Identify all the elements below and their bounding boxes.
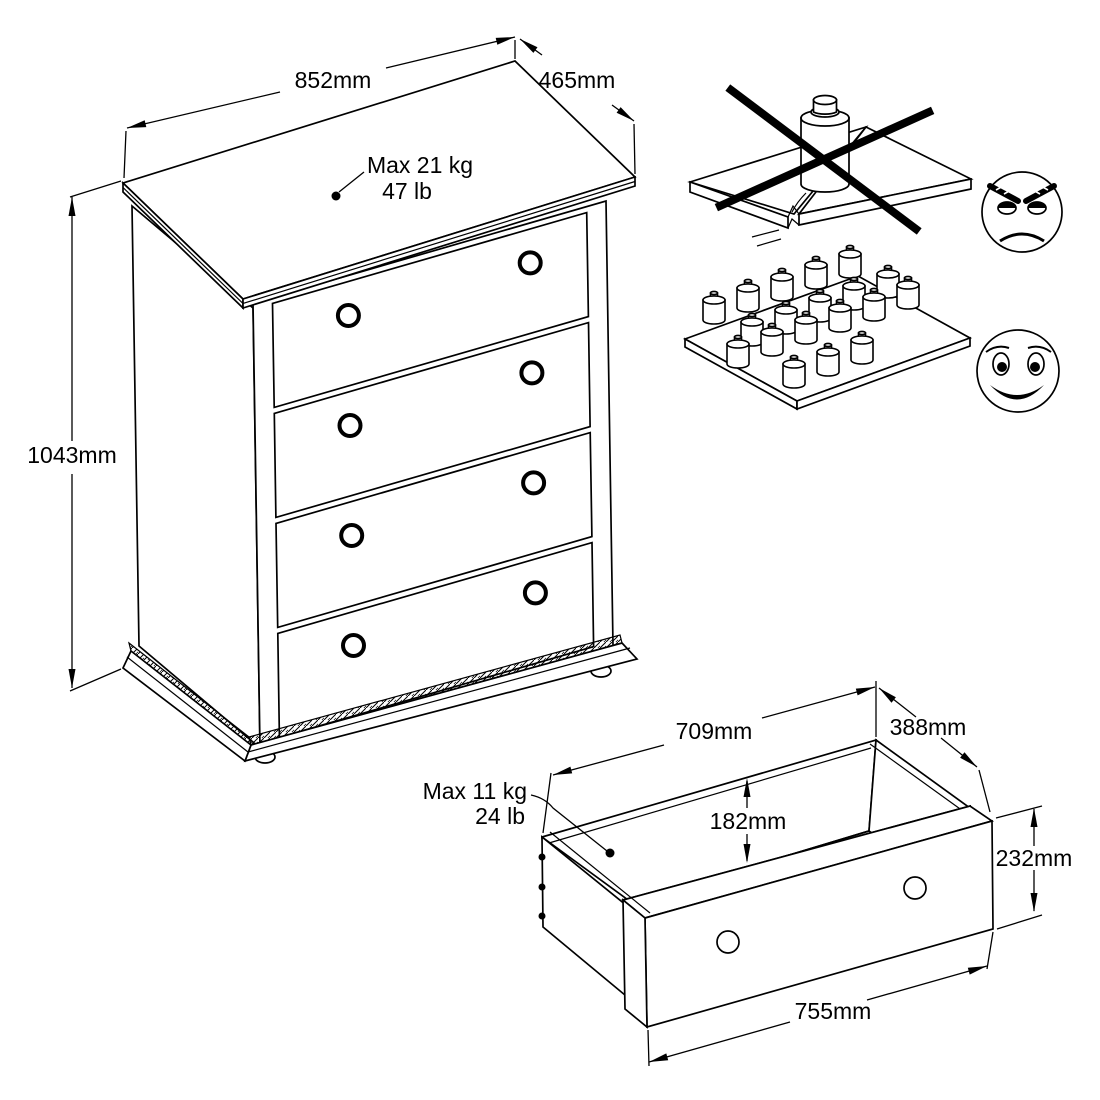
chest-drawer-front-3	[275, 431, 593, 629]
drawer-knob	[519, 360, 545, 386]
small-weight-icon	[862, 287, 886, 322]
drawer-knob	[341, 633, 366, 658]
chest-height-label: 1043mm	[27, 442, 116, 468]
dimension-chest-height: 1043mm	[27, 180, 122, 692]
small-weight-icon	[816, 342, 840, 377]
drawer-knob	[716, 930, 740, 954]
note-drawer-load: Max 11 kg 24 lb	[423, 778, 615, 858]
chest-plinth-base	[121, 634, 639, 763]
small-weight-icon	[774, 300, 798, 335]
drawer-load-label-line2: 24 lb	[475, 803, 525, 829]
dimension-drawer-inner-width: 709mm	[542, 681, 877, 834]
small-weight-icon	[828, 298, 852, 333]
drawer-knob	[522, 580, 548, 606]
drawer-knob	[521, 470, 547, 496]
distributed-load	[682, 244, 1060, 413]
leader-dot	[331, 191, 341, 201]
drawer-knob	[335, 303, 361, 328]
small-weight-icon	[850, 330, 874, 365]
small-weight-icon	[770, 267, 794, 302]
chest-illustration	[121, 60, 639, 764]
chest-depth-label: 465mm	[539, 67, 616, 93]
drawer-front-height-label: 232mm	[996, 845, 1073, 871]
small-weight-icon	[726, 334, 750, 369]
small-weight-icon	[760, 322, 784, 357]
drawer-inner-height-label: 182mm	[710, 808, 787, 834]
small-weight-icon	[794, 310, 818, 345]
drawer-inner-depth-label: 388mm	[890, 714, 967, 740]
chest-top-slab	[121, 60, 637, 311]
small-weight-icon	[736, 278, 760, 313]
chest-drawer-front-2	[273, 321, 591, 519]
leader-dot	[605, 848, 615, 858]
warning-concentrated-load	[687, 84, 1063, 253]
dimension-drawer-front-width: 755mm	[647, 931, 994, 1067]
small-weights-group	[702, 244, 920, 389]
dimension-chest-depth: 465mm	[519, 38, 636, 175]
drawer-knob	[903, 876, 927, 900]
dimension-drawer-inner-height: 182mm	[710, 778, 787, 863]
small-weight-icon	[782, 354, 806, 389]
smiley-face-icon	[976, 329, 1060, 413]
small-weight-icon	[838, 244, 862, 279]
note-chest-top-load: Max 21 kg 47 lb	[331, 152, 473, 204]
drawer-knob	[337, 413, 363, 438]
drawer-load-label-line1: Max 11 kg	[423, 778, 527, 804]
chest-drawer-front-1	[271, 211, 590, 409]
drawer-edge-holes	[538, 853, 546, 920]
drawer-knob	[517, 250, 543, 276]
small-weight-icon	[896, 275, 920, 310]
small-weight-icon	[740, 312, 764, 347]
chest-drawer-knobs	[335, 250, 548, 658]
small-weight-icon	[702, 290, 726, 325]
dimension-drawer-front-height: 232mm	[996, 805, 1073, 930]
angry-face-icon	[981, 171, 1063, 253]
chest-top-load-label-line2: 47 lb	[382, 178, 432, 204]
drawer-illustration	[538, 738, 994, 1029]
dimension-chest-width: 852mm	[123, 36, 516, 179]
chest-top-load-label-line1: Max 21 kg	[367, 152, 473, 178]
small-weight-icon	[804, 255, 828, 290]
drawer-inner-width-label: 709mm	[676, 718, 753, 744]
dimension-drawer-inner-depth: 388mm	[878, 687, 991, 813]
drawer-knob	[339, 523, 365, 548]
chest-drawer-fronts	[271, 211, 595, 739]
cross-out-x-icon	[714, 84, 935, 235]
drawer-front-width-label: 755mm	[795, 998, 872, 1024]
chest-width-label: 852mm	[295, 67, 372, 93]
